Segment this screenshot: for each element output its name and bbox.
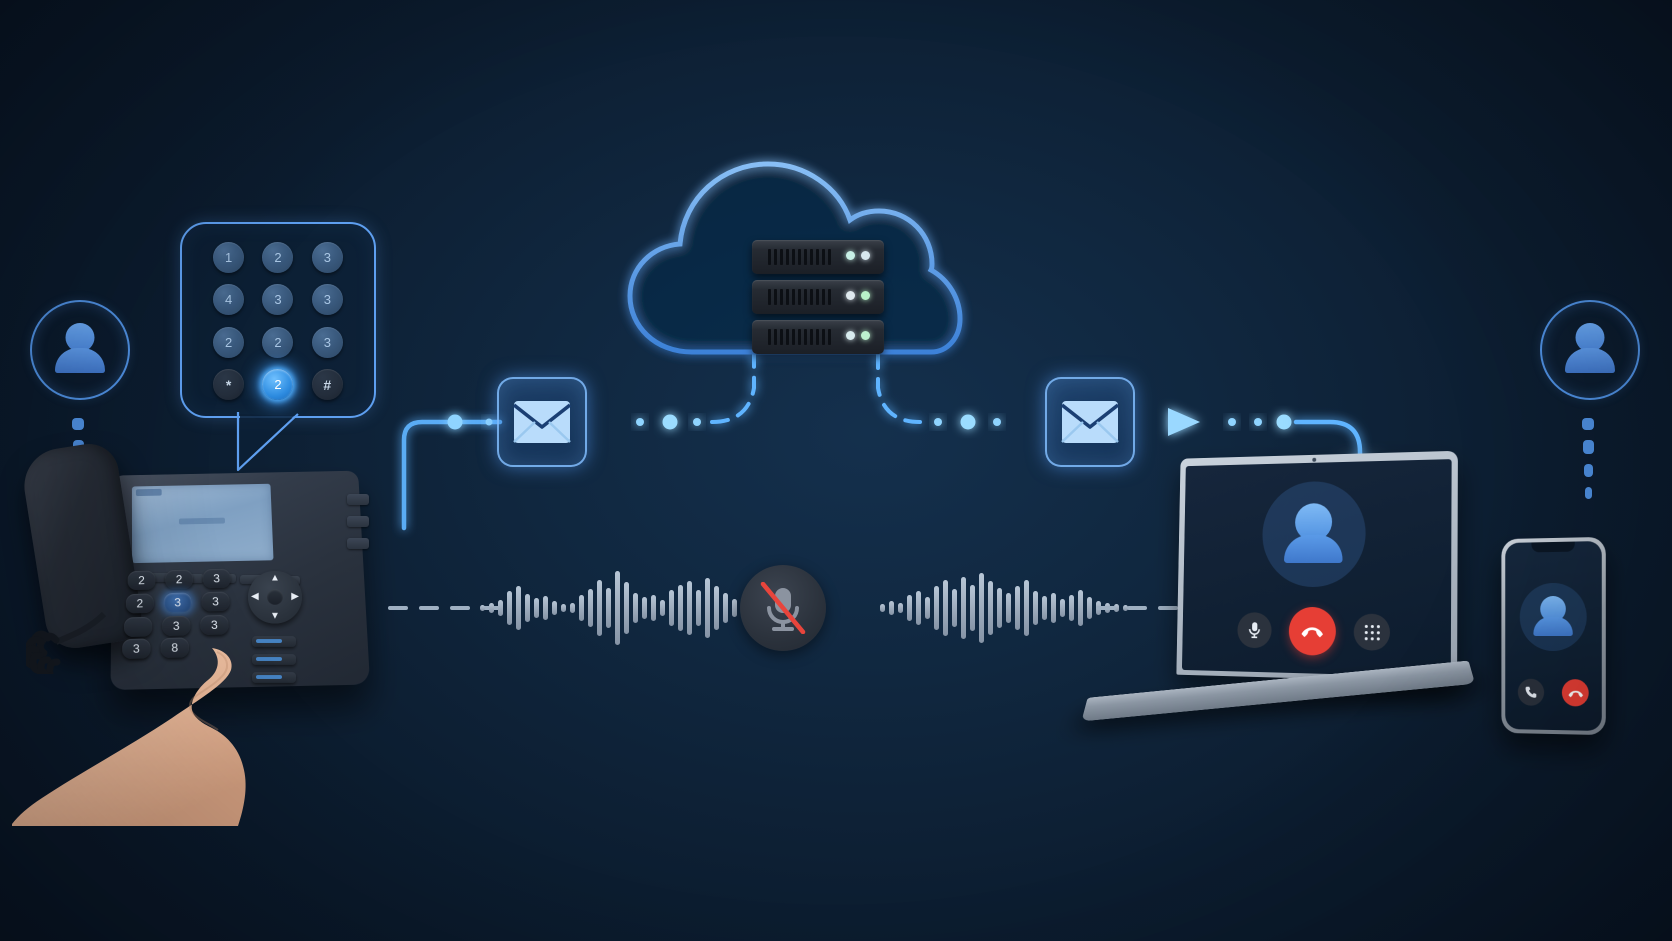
dial-key-3[interactable]: 2: [126, 593, 154, 613]
dialpad-icon: [1364, 624, 1379, 640]
call-avatar: [1520, 583, 1587, 652]
chevron-up-icon[interactable]: ▲: [270, 573, 280, 584]
server-status-leds: [846, 331, 870, 340]
server-unit-1: [752, 240, 884, 274]
keypad-key-star-9[interactable]: *: [213, 369, 244, 400]
notch: [1531, 542, 1574, 553]
phone-lcd-screen: [132, 484, 274, 563]
smartphone[interactable]: [1501, 537, 1605, 735]
end-call-button[interactable]: [1562, 679, 1589, 706]
keypad-grid[interactable]: 123433223*2#: [180, 222, 376, 418]
server-vents-icon: [768, 249, 831, 265]
keypad-key-3-5[interactable]: 3: [312, 284, 343, 315]
avatar-body-icon: [1565, 348, 1615, 373]
avatar-body-icon: [1284, 535, 1343, 563]
keypad-key-hash-11[interactable]: #: [312, 369, 343, 400]
server-status-leds: [846, 291, 870, 300]
server-unit-2: [752, 280, 884, 314]
callee-avatar: [1540, 300, 1640, 400]
dial-key-5[interactable]: 3: [201, 592, 230, 612]
mail-node-left[interactable]: [497, 377, 587, 467]
keypad-key-4-3[interactable]: 4: [213, 284, 244, 315]
smartphone-call-controls[interactable]: [1518, 679, 1589, 707]
envelope-icon: [513, 400, 571, 444]
avatar: [1540, 300, 1640, 400]
dial-key-4[interactable]: 3: [164, 593, 192, 613]
dial-key-2[interactable]: 3: [203, 569, 231, 589]
callee-dots: [1582, 418, 1594, 499]
server-status-leds: [846, 251, 870, 260]
laptop-screen: [1176, 451, 1458, 683]
server-vents-icon: [768, 289, 831, 305]
end-call-icon: [1300, 624, 1324, 638]
keypad-key-2-6[interactable]: 2: [213, 327, 244, 358]
pointing-hand-icon: [12, 626, 342, 826]
chevron-left-icon[interactable]: ◀: [251, 591, 259, 602]
laptop-call-controls[interactable]: [1237, 606, 1390, 657]
microphone-muted-icon[interactable]: [740, 565, 826, 651]
keypad-key-2-10[interactable]: 2: [262, 369, 293, 400]
phone-icon: [1525, 686, 1538, 699]
answer-call-button[interactable]: [1518, 679, 1544, 706]
audio-waveform-left: [480, 563, 755, 653]
chevron-right-icon[interactable]: ▶: [291, 591, 299, 602]
avatar-body-icon: [55, 348, 105, 373]
server-vents-icon: [768, 329, 831, 345]
dial-key-0[interactable]: 2: [128, 571, 156, 591]
keypad-key-3-2[interactable]: 3: [312, 242, 343, 273]
desk-phone[interactable]: 2232333338 ▲ ▼ ◀ ▶: [20, 440, 420, 740]
chevron-down-icon[interactable]: ▼: [270, 611, 280, 622]
smartphone-screen: [1505, 541, 1602, 731]
end-call-icon: [1567, 688, 1583, 698]
avatar-body-icon: [1533, 617, 1572, 636]
keypad-key-1-0[interactable]: 1: [213, 242, 244, 273]
keypad-key-2-1[interactable]: 2: [262, 242, 293, 273]
keypad-key-3-8[interactable]: 3: [312, 327, 343, 358]
server-unit-3: [752, 320, 884, 354]
webcam-icon: [1312, 458, 1316, 462]
keypad-key-3-4[interactable]: 3: [262, 284, 293, 315]
cloud-server-rack: [752, 240, 884, 360]
lcd-line: [179, 518, 225, 525]
microphone-icon: [1248, 621, 1262, 639]
lcd-status-bar: [136, 489, 162, 496]
navigation-pad[interactable]: ▲ ▼ ◀ ▶: [248, 571, 302, 624]
dialpad-button[interactable]: [1354, 614, 1391, 651]
nav-ok-button[interactable]: [267, 589, 283, 605]
dtmf-keypad-bubble[interactable]: 123433223*2#: [180, 222, 410, 462]
mic-button[interactable]: [1237, 612, 1272, 648]
envelope-icon: [1061, 400, 1119, 444]
laptop-display: [1182, 459, 1452, 677]
end-call-button[interactable]: [1289, 607, 1337, 656]
dial-key-1[interactable]: 2: [165, 570, 193, 590]
laptop[interactable]: [1080, 448, 1500, 728]
caller-avatar: [30, 300, 130, 400]
keypad-key-2-7[interactable]: 2: [262, 327, 293, 358]
avatar: [30, 300, 130, 400]
call-avatar: [1262, 480, 1366, 587]
